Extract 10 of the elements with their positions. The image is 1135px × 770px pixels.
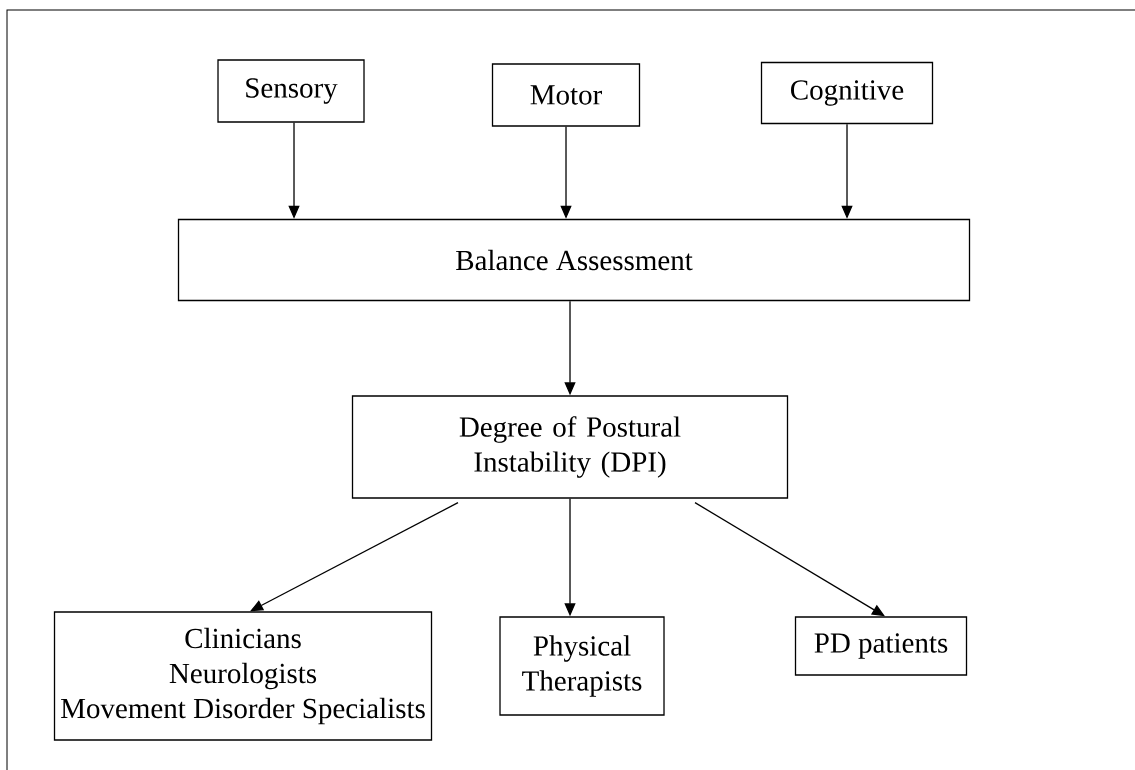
arrow <box>694 502 885 617</box>
arrow <box>250 502 459 612</box>
box: Cognitive <box>760 61 934 125</box>
box: Degree of Postural Instability (DPI) <box>351 395 789 499</box>
box: PD patients <box>794 616 968 676</box>
box: Motor <box>491 63 641 127</box>
box: Physical Therapists <box>499 616 665 716</box>
box: Balance Assessment <box>177 218 971 302</box>
box: Sensory <box>217 59 365 123</box>
box: Clinicians Neurologists Movement Disorder Specialists <box>53 611 433 741</box>
